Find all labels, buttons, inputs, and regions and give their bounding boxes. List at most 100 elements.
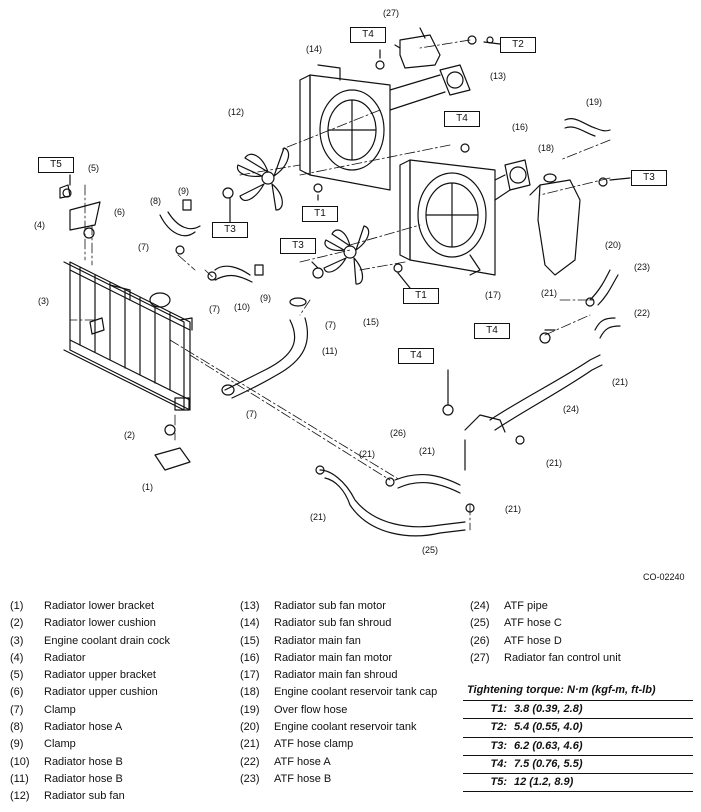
torque-table-heading: Tightening torque: N·m (kgf-m, ft-lb): [463, 683, 693, 701]
callout-11: (11): [322, 346, 338, 356]
radiator-main-fan: [312, 225, 403, 285]
radiator-sub-fan-shroud: [299, 64, 391, 191]
radiator-hose-b-lower: [221, 297, 309, 399]
legend-label: Radiator upper cushion: [44, 686, 158, 699]
figure-id: CO-02240: [643, 572, 685, 582]
radiator: [63, 261, 193, 411]
legend-item: (16)Radiator main fan motor: [240, 650, 437, 667]
legend-label: ATF hose clamp: [274, 738, 354, 751]
legend-item: (19) Over flow hose: [240, 702, 437, 719]
legend-number: (14): [240, 617, 260, 630]
legend-number: (18): [240, 686, 260, 699]
legend-item: (15)Radiator main fan: [240, 633, 437, 650]
callout-21b: (21): [612, 377, 629, 387]
callout-9a: (9): [178, 186, 189, 196]
legend-number: (16): [240, 651, 260, 664]
legend-label: Radiator hose A: [44, 721, 123, 734]
legend-item: (18)Engine coolant reservoir tank cap: [240, 684, 437, 701]
atf-pipe: [442, 354, 603, 471]
legend-item: (26)ATF hose D: [470, 633, 621, 650]
callout-7b: (7): [209, 304, 220, 314]
legend-label: ATF hose B: [274, 772, 332, 785]
radiator-sub-fan-motor: [389, 64, 471, 111]
callout-24: (24): [563, 404, 580, 414]
callout-21e: (21): [359, 449, 376, 459]
callout-6: (6): [114, 207, 125, 217]
legend-number: (19): [240, 703, 260, 716]
torque-value: 6.2 (0.63, 4.6): [514, 739, 583, 752]
torque-key: T2:: [490, 721, 508, 734]
legend-number: (12): [10, 790, 30, 803]
callout-23: (23): [634, 262, 651, 272]
legend-item: (21) ATF hose clamp: [240, 736, 437, 753]
cooling-system-exploded-diagram: (1) (2) (3) (4) (5) (6) (7) (7) (7) (7) …: [34, 8, 685, 582]
legend-label: Radiator: [44, 651, 86, 664]
legend-number: (4): [10, 651, 24, 664]
torque-box-t3: T3: [280, 238, 316, 254]
legend-number: (7): [10, 703, 24, 716]
callout-4: (4): [34, 220, 45, 230]
legend-item: (14) Radiator sub fan shroud: [240, 615, 437, 632]
radiator-hose-b-upper: [207, 264, 264, 283]
legend-label: Clamp: [44, 703, 76, 716]
legend-item: (12)Radiator sub fan: [10, 788, 170, 805]
callout-20: (20): [605, 240, 622, 250]
callout-17: (17): [485, 290, 502, 300]
legend-number: (6): [10, 686, 24, 699]
legend-number: (21): [240, 738, 260, 751]
radiator-lower-parts: [89, 317, 191, 471]
legend-number: (24): [470, 600, 490, 612]
callout-1: (1): [142, 482, 153, 492]
radiator-upper-parts: [59, 184, 101, 239]
legend-item: (7) Clamp: [10, 702, 170, 719]
legend-item: (1)Radiator lower bracket: [10, 598, 170, 615]
legend-item: (8) Radiator hose A: [10, 719, 170, 736]
torque-box-t1: T1: [403, 288, 439, 304]
legend-label: Radiator hose B: [44, 755, 123, 768]
legend-label: Radiator lower bracket: [44, 600, 155, 612]
torque-box-t3: T3: [212, 222, 248, 238]
torque-box-t4: T4: [444, 111, 480, 127]
legend-item: (9)Clamp: [10, 736, 170, 753]
legend-item: (11)Radiator hose B: [10, 771, 170, 788]
callout-16: (16): [512, 122, 529, 132]
legend-label: Radiator main fan shroud: [274, 669, 398, 682]
callout-13: (13): [490, 71, 507, 81]
legend-number: (8): [10, 721, 24, 734]
legend-item: (22)ATF hose A: [240, 754, 437, 771]
legend-label: Radiator hose B: [44, 772, 123, 785]
callout-27: (27): [383, 8, 400, 18]
legend-item: (17)Radiator main fan shroud: [240, 667, 437, 684]
callout-8: (8): [150, 196, 161, 206]
legend-item: (10)Radiator hose B: [10, 754, 170, 771]
callout-21f: (21): [310, 512, 327, 522]
radiator-fan-control-unit: [394, 27, 477, 69]
legend-number: (13): [240, 600, 260, 612]
torque-box-t4: T4: [398, 348, 434, 364]
legend-number: (22): [240, 755, 260, 768]
legend-label: Over flow hose: [274, 703, 348, 716]
radiator-main-fan-shroud: [399, 159, 496, 276]
diagram-drawing: [59, 27, 631, 537]
torque-value: 12 (1.2, 8.9): [514, 776, 574, 789]
callout-12: (12): [228, 107, 245, 117]
torque-key: T3:: [490, 739, 508, 752]
radiator-sub-fan: [222, 147, 290, 211]
torque-key: T4:: [490, 757, 508, 770]
legend-label: Radiator sub fan motor: [274, 600, 386, 612]
torque-box-t2: T2: [500, 37, 536, 53]
legend-item: (5)Radiator upper bracket: [10, 667, 170, 684]
callout-19: (19): [586, 97, 603, 107]
legend-item: (6) Radiator upper cushion: [10, 684, 170, 701]
legend-label: ATF hose D: [504, 634, 562, 647]
legend-label: Engine coolant drain cock: [44, 634, 170, 647]
legend-label: Engine coolant reservoir tank: [274, 721, 417, 734]
callout-7d: (7): [246, 409, 257, 419]
legend-label: Radiator sub fan shroud: [274, 617, 392, 630]
legend-number: (9): [10, 738, 24, 751]
radiator-main-fan-motor: [460, 143, 531, 201]
legend-label: Radiator lower cushion: [44, 617, 156, 630]
legend-label: ATF hose C: [504, 617, 562, 630]
legend-number: (23): [240, 772, 260, 785]
callout-25: (25): [422, 545, 439, 555]
